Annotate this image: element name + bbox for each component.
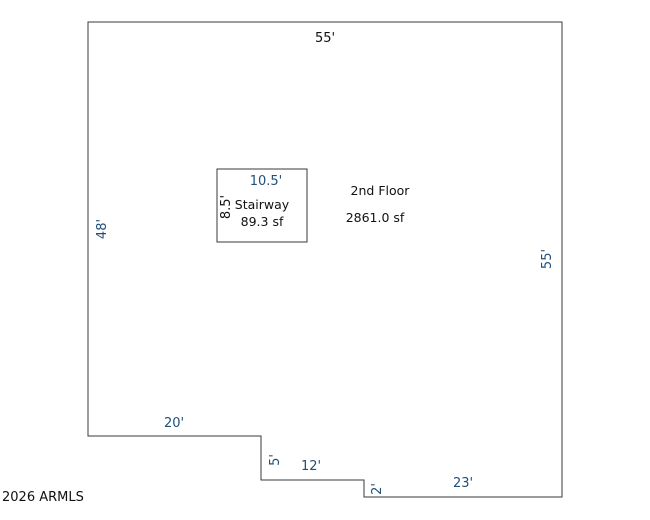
floor-name: 2nd Floor xyxy=(351,183,411,198)
dim-bottom-right: 23' xyxy=(453,476,473,491)
stairway-area: 89.3 sf xyxy=(241,214,284,229)
stairway-width: 10.5' xyxy=(250,174,283,189)
stairway-name: Stairway xyxy=(235,197,290,212)
dim-step1-horizontal: 12' xyxy=(301,459,321,474)
dim-left: 48' xyxy=(95,219,110,239)
dim-step1-vertical: 5' xyxy=(268,454,283,466)
copyright-text: 2026 ARMLS xyxy=(2,490,84,505)
stairway-outline xyxy=(216,168,308,243)
floor-outline xyxy=(87,21,563,498)
dim-step2-vertical: 2' xyxy=(370,483,385,495)
floor-area: 2861.0 sf xyxy=(346,210,405,225)
stairway-depth: 8.5' xyxy=(219,195,234,219)
dim-bottom-left: 20' xyxy=(164,416,184,431)
dim-top: 55' xyxy=(315,31,335,46)
dim-right: 55' xyxy=(540,249,555,269)
